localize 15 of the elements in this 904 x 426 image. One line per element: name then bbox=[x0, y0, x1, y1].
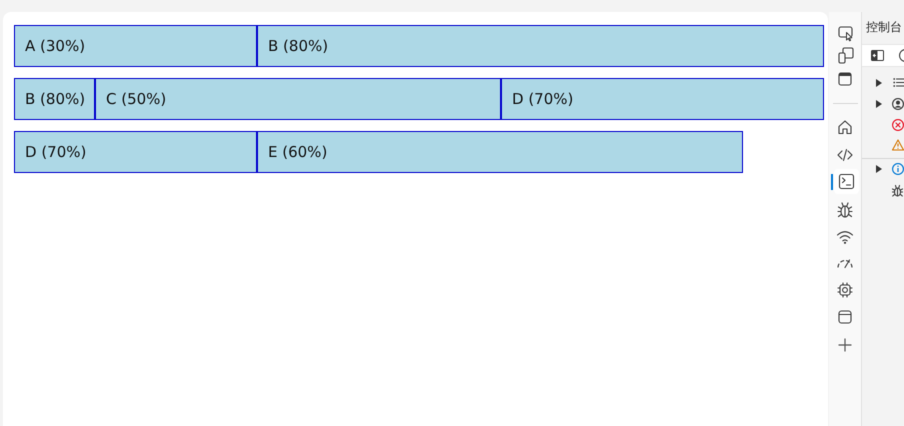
bar-segment bbox=[257, 25, 824, 67]
segment-label: B (80%) bbox=[268, 37, 328, 55]
segment-label: A (30%) bbox=[25, 37, 86, 55]
segment-label: C (50%) bbox=[106, 90, 166, 108]
segment-label: D (70%) bbox=[512, 90, 574, 108]
bar-segment bbox=[501, 78, 824, 120]
segment-label: E (60%) bbox=[268, 143, 328, 161]
segment-label: B (80%) bbox=[25, 90, 86, 108]
bar-segment bbox=[14, 25, 257, 67]
segment-label: D (70%) bbox=[25, 143, 86, 161]
bar-segment bbox=[95, 78, 501, 120]
bar-segment bbox=[14, 78, 95, 120]
bar-segment bbox=[14, 131, 257, 173]
bar-segment bbox=[257, 131, 743, 173]
panel-title: 控制台 bbox=[866, 19, 902, 35]
